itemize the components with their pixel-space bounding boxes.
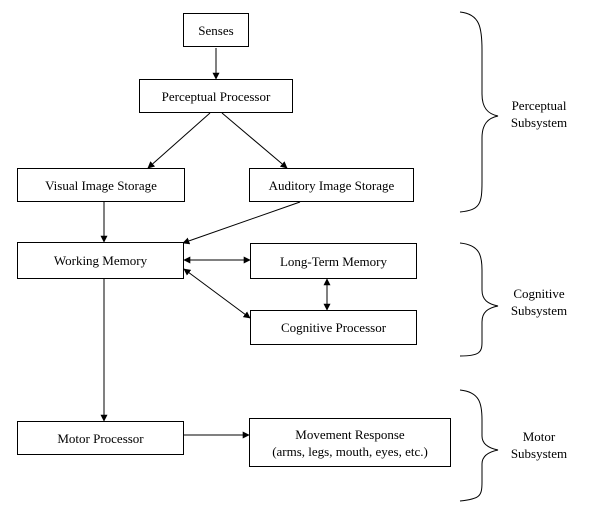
auditory-image-storage-label: Auditory Image Storage — [268, 177, 395, 193]
long-term-memory-label: Long-Term Memory — [279, 253, 388, 269]
arrow-perceptual-to-auditory-storage — [221, 112, 288, 169]
movement-response-detail: (arms, legs, mouth, eyes, etc.) — [272, 443, 428, 459]
arrow-working-memory-cognitive-processor — [183, 268, 251, 319]
perceptual-processor-box: Perceptual Processor — [139, 79, 293, 113]
motor-subsystem-line1: Motor — [522, 429, 556, 444]
cognitive-subsystem-line1: Cognitive — [513, 286, 565, 301]
working-memory-label: Working Memory — [53, 253, 148, 268]
brace-motor-subsystem — [459, 389, 499, 502]
working-memory-box: Working Memory — [17, 242, 184, 279]
visual-image-storage-label: Visual Image Storage — [45, 177, 157, 193]
brace-cognitive-subsystem — [459, 242, 499, 357]
visual-image-storage-box: Visual Image Storage — [17, 168, 185, 202]
senses-label: Senses — [198, 22, 234, 38]
movement-response-label: Movement Response — [295, 426, 405, 442]
cognitive-subsystem-line2: Subsystem — [510, 303, 568, 318]
motor-processor-box: Motor Processor — [17, 421, 184, 455]
arrow-auditory-storage-to-working-memory — [182, 201, 301, 245]
senses-box: Senses — [183, 13, 249, 47]
cognitive-processor-label: Cognitive Processor — [280, 320, 387, 335]
motor-processor-label: Motor Processor — [57, 430, 144, 446]
perceptual-subsystem-label: Perceptual Subsystem — [494, 97, 584, 131]
perceptual-subsystem-line1: Perceptual — [511, 98, 567, 113]
motor-subsystem-line2: Subsystem — [510, 446, 568, 461]
brace-perceptual-subsystem — [459, 11, 499, 213]
perceptual-processor-label: Perceptual Processor — [161, 88, 271, 104]
movement-response-box: Movement Response (arms, legs, mouth, ey… — [249, 418, 451, 467]
cognitive-processor-box: Cognitive Processor — [250, 310, 417, 345]
cognitive-subsystem-label: Cognitive Subsystem — [494, 285, 584, 319]
long-term-memory-box: Long-Term Memory — [250, 243, 417, 279]
perceptual-subsystem-line2: Subsystem — [510, 115, 568, 130]
auditory-image-storage-box: Auditory Image Storage — [249, 168, 414, 202]
motor-subsystem-label: Motor Subsystem — [494, 428, 584, 462]
arrow-perceptual-to-visual-storage — [147, 112, 211, 169]
